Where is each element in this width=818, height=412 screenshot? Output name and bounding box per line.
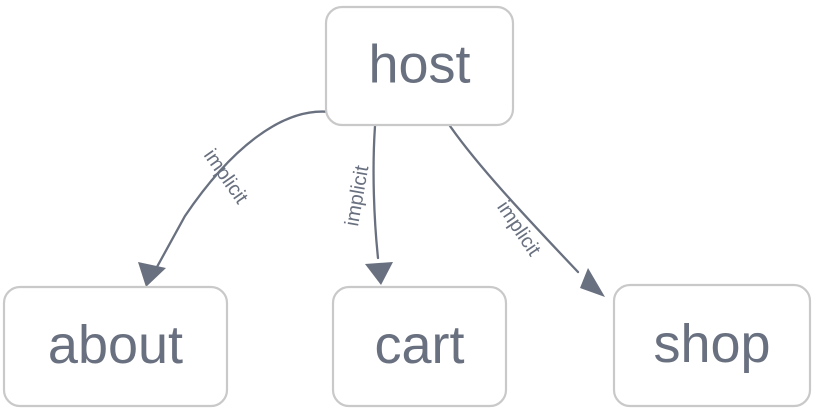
node-shop[interactable]: shop [612, 283, 812, 408]
edge-host-cart-arrowhead-icon [365, 262, 393, 285]
node-about[interactable]: about [2, 285, 229, 408]
node-cart-box [331, 285, 508, 408]
node-host-label: host [368, 34, 470, 94]
edges-layer: implicit implicit implicit [138, 110, 605, 297]
edge-host-shop-arrowhead-icon [580, 268, 605, 297]
node-about-label: about [48, 315, 183, 375]
node-shop-label: shop [653, 314, 770, 374]
edge-host-cart-path [372, 124, 380, 260]
edge-host-about-path [150, 110, 332, 278]
node-host[interactable]: host [324, 5, 515, 127]
edge-label-host-about: implicit [199, 145, 252, 208]
edge-host-shop[interactable]: implicit [448, 124, 605, 297]
node-cart[interactable]: cart [331, 285, 508, 408]
edge-host-shop-path [448, 124, 580, 274]
nodes-layer: host about cart shop [2, 5, 812, 408]
edge-host-about-arrowhead-icon [138, 262, 166, 287]
node-host-box [324, 5, 515, 127]
edge-label-host-cart: implicit [341, 163, 373, 227]
node-cart-label: cart [374, 315, 464, 375]
node-about-box [2, 285, 229, 408]
edge-host-about[interactable]: implicit [138, 110, 332, 287]
edge-host-cart[interactable]: implicit [341, 124, 393, 285]
node-shop-box [612, 283, 812, 408]
